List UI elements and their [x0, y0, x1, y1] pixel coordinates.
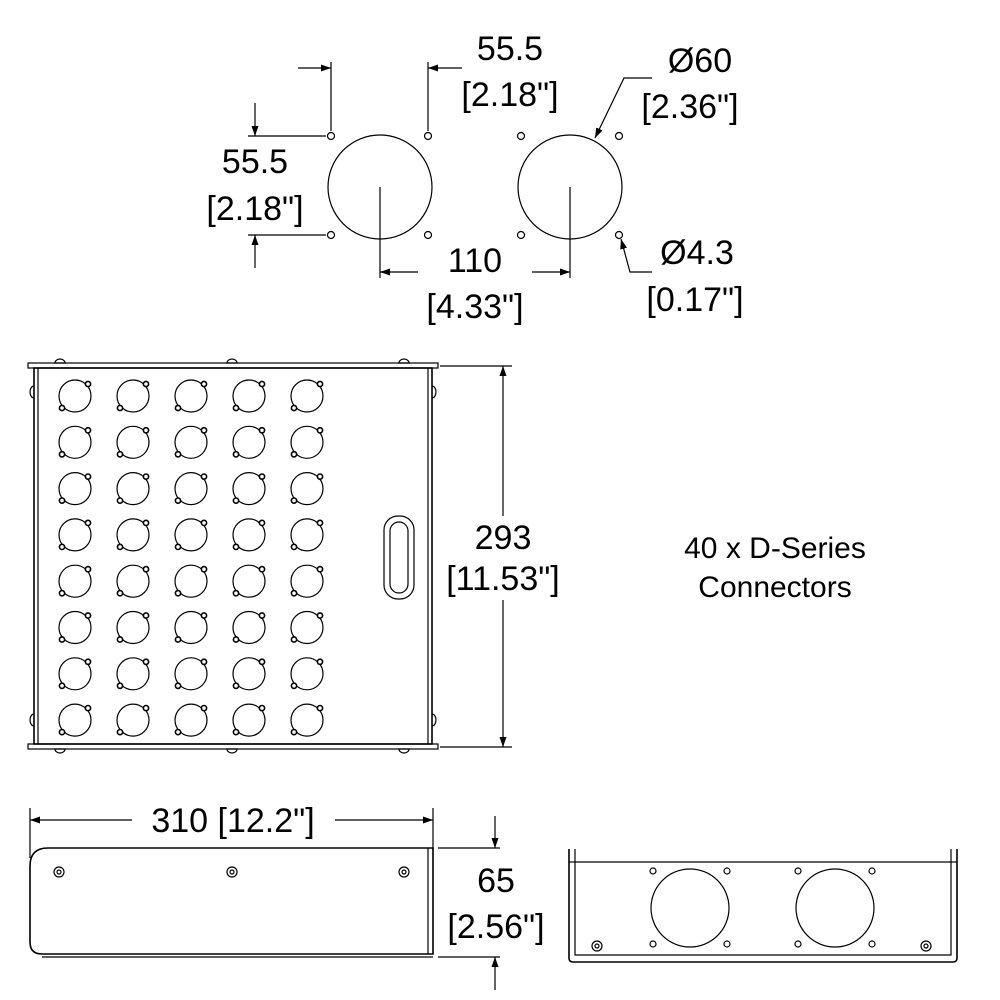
hole-spacing-h-value: 55.5 [477, 30, 543, 68]
front-height-value: 293 [475, 519, 532, 557]
side-width-label: 310 [12.2"] [151, 802, 314, 840]
d-series-connector [174, 657, 208, 691]
note-line-2: Connectors [698, 571, 851, 604]
left-mount-hole-bl [326, 230, 336, 240]
d-series-connector [58, 610, 92, 645]
left-mount-hole-tr [423, 131, 433, 141]
note-line-1: 40 x D-Series [684, 532, 866, 565]
d-series-connector [290, 425, 324, 459]
d-series-connector [232, 657, 266, 691]
d-series-connector [58, 703, 92, 737]
center-spacing-value: 110 [448, 242, 502, 280]
center-spacing-imperial: [4.33"] [426, 288, 523, 326]
d-series-connector [290, 379, 324, 413]
d-series-connector [232, 518, 266, 552]
front-panel [33, 367, 433, 745]
end-cutout-left [650, 868, 730, 948]
d-series-connector [232, 703, 266, 737]
d-series-connector [232, 379, 266, 413]
connector-grid [58, 379, 324, 737]
end-view [568, 849, 958, 963]
mount-hole-diameter-value: Ø4.3 [660, 234, 734, 272]
end-panel-outer [568, 849, 958, 963]
left-mount-hole-tl [326, 131, 336, 141]
d-series-connector [232, 610, 266, 645]
mount-hole-diameter-imperial: [0.17"] [646, 281, 743, 319]
cutout-diameter-value: Ø60 [668, 42, 732, 80]
d-series-connector [116, 657, 150, 691]
d-series-connector [116, 379, 150, 413]
d-series-connector [174, 379, 208, 413]
front-view: 293 [11.53"] [27, 358, 560, 754]
d-series-connector [58, 472, 92, 506]
cutout-diameter-imperial: [2.36"] [641, 88, 738, 126]
side-view: 310 [12.2"] 65 [2.56"] [29, 802, 545, 990]
right-mount-hole-br [614, 230, 624, 240]
d-series-connector [174, 472, 208, 506]
side-height-imperial: [2.56"] [447, 908, 544, 946]
d-series-connector [290, 703, 324, 737]
hole-spacing-v-value: 55.5 [222, 143, 288, 181]
d-series-connector [290, 564, 324, 598]
d-series-connector [116, 472, 150, 506]
d-series-connector [232, 472, 266, 506]
d-series-connector [174, 703, 208, 737]
d-series-connector [116, 425, 150, 459]
end-cutout-right [795, 868, 875, 948]
hole-spacing-v-imperial: [2.18"] [206, 190, 303, 228]
d-series-connector [174, 518, 208, 552]
cutout-detail: 55.5 [2.18"] 55.5 [2.18"] Ø60 [2.36"] Ø4… [206, 30, 743, 326]
d-series-connector [58, 379, 92, 413]
d-series-connector [174, 610, 208, 645]
d-series-connector [116, 518, 150, 552]
d-series-connector [58, 564, 92, 598]
hole-spacing-h-imperial: [2.18"] [461, 76, 558, 114]
d-series-connector [232, 425, 266, 459]
side-height-value: 65 [477, 862, 515, 900]
right-mount-hole-bl [516, 230, 526, 240]
right-mount-hole-tr [614, 131, 624, 141]
d-series-connector [174, 425, 208, 459]
d-series-connector [58, 425, 92, 459]
d-series-connector [58, 518, 92, 552]
left-mount-hole-br [423, 230, 433, 240]
right-mount-hole-tl [516, 131, 526, 141]
d-series-connector [232, 564, 266, 598]
d-series-connector [290, 657, 324, 691]
d-series-connector [290, 518, 324, 552]
side-panel [29, 847, 434, 955]
d-series-connector [116, 610, 150, 645]
d-series-connector [174, 564, 208, 598]
front-handle [383, 515, 415, 600]
d-series-connector [290, 472, 324, 506]
d-series-connector [116, 703, 150, 737]
front-height-imperial: [11.53"] [446, 560, 560, 598]
d-series-connector [290, 610, 324, 645]
d-series-connector [58, 657, 92, 691]
d-series-connector [116, 564, 150, 598]
